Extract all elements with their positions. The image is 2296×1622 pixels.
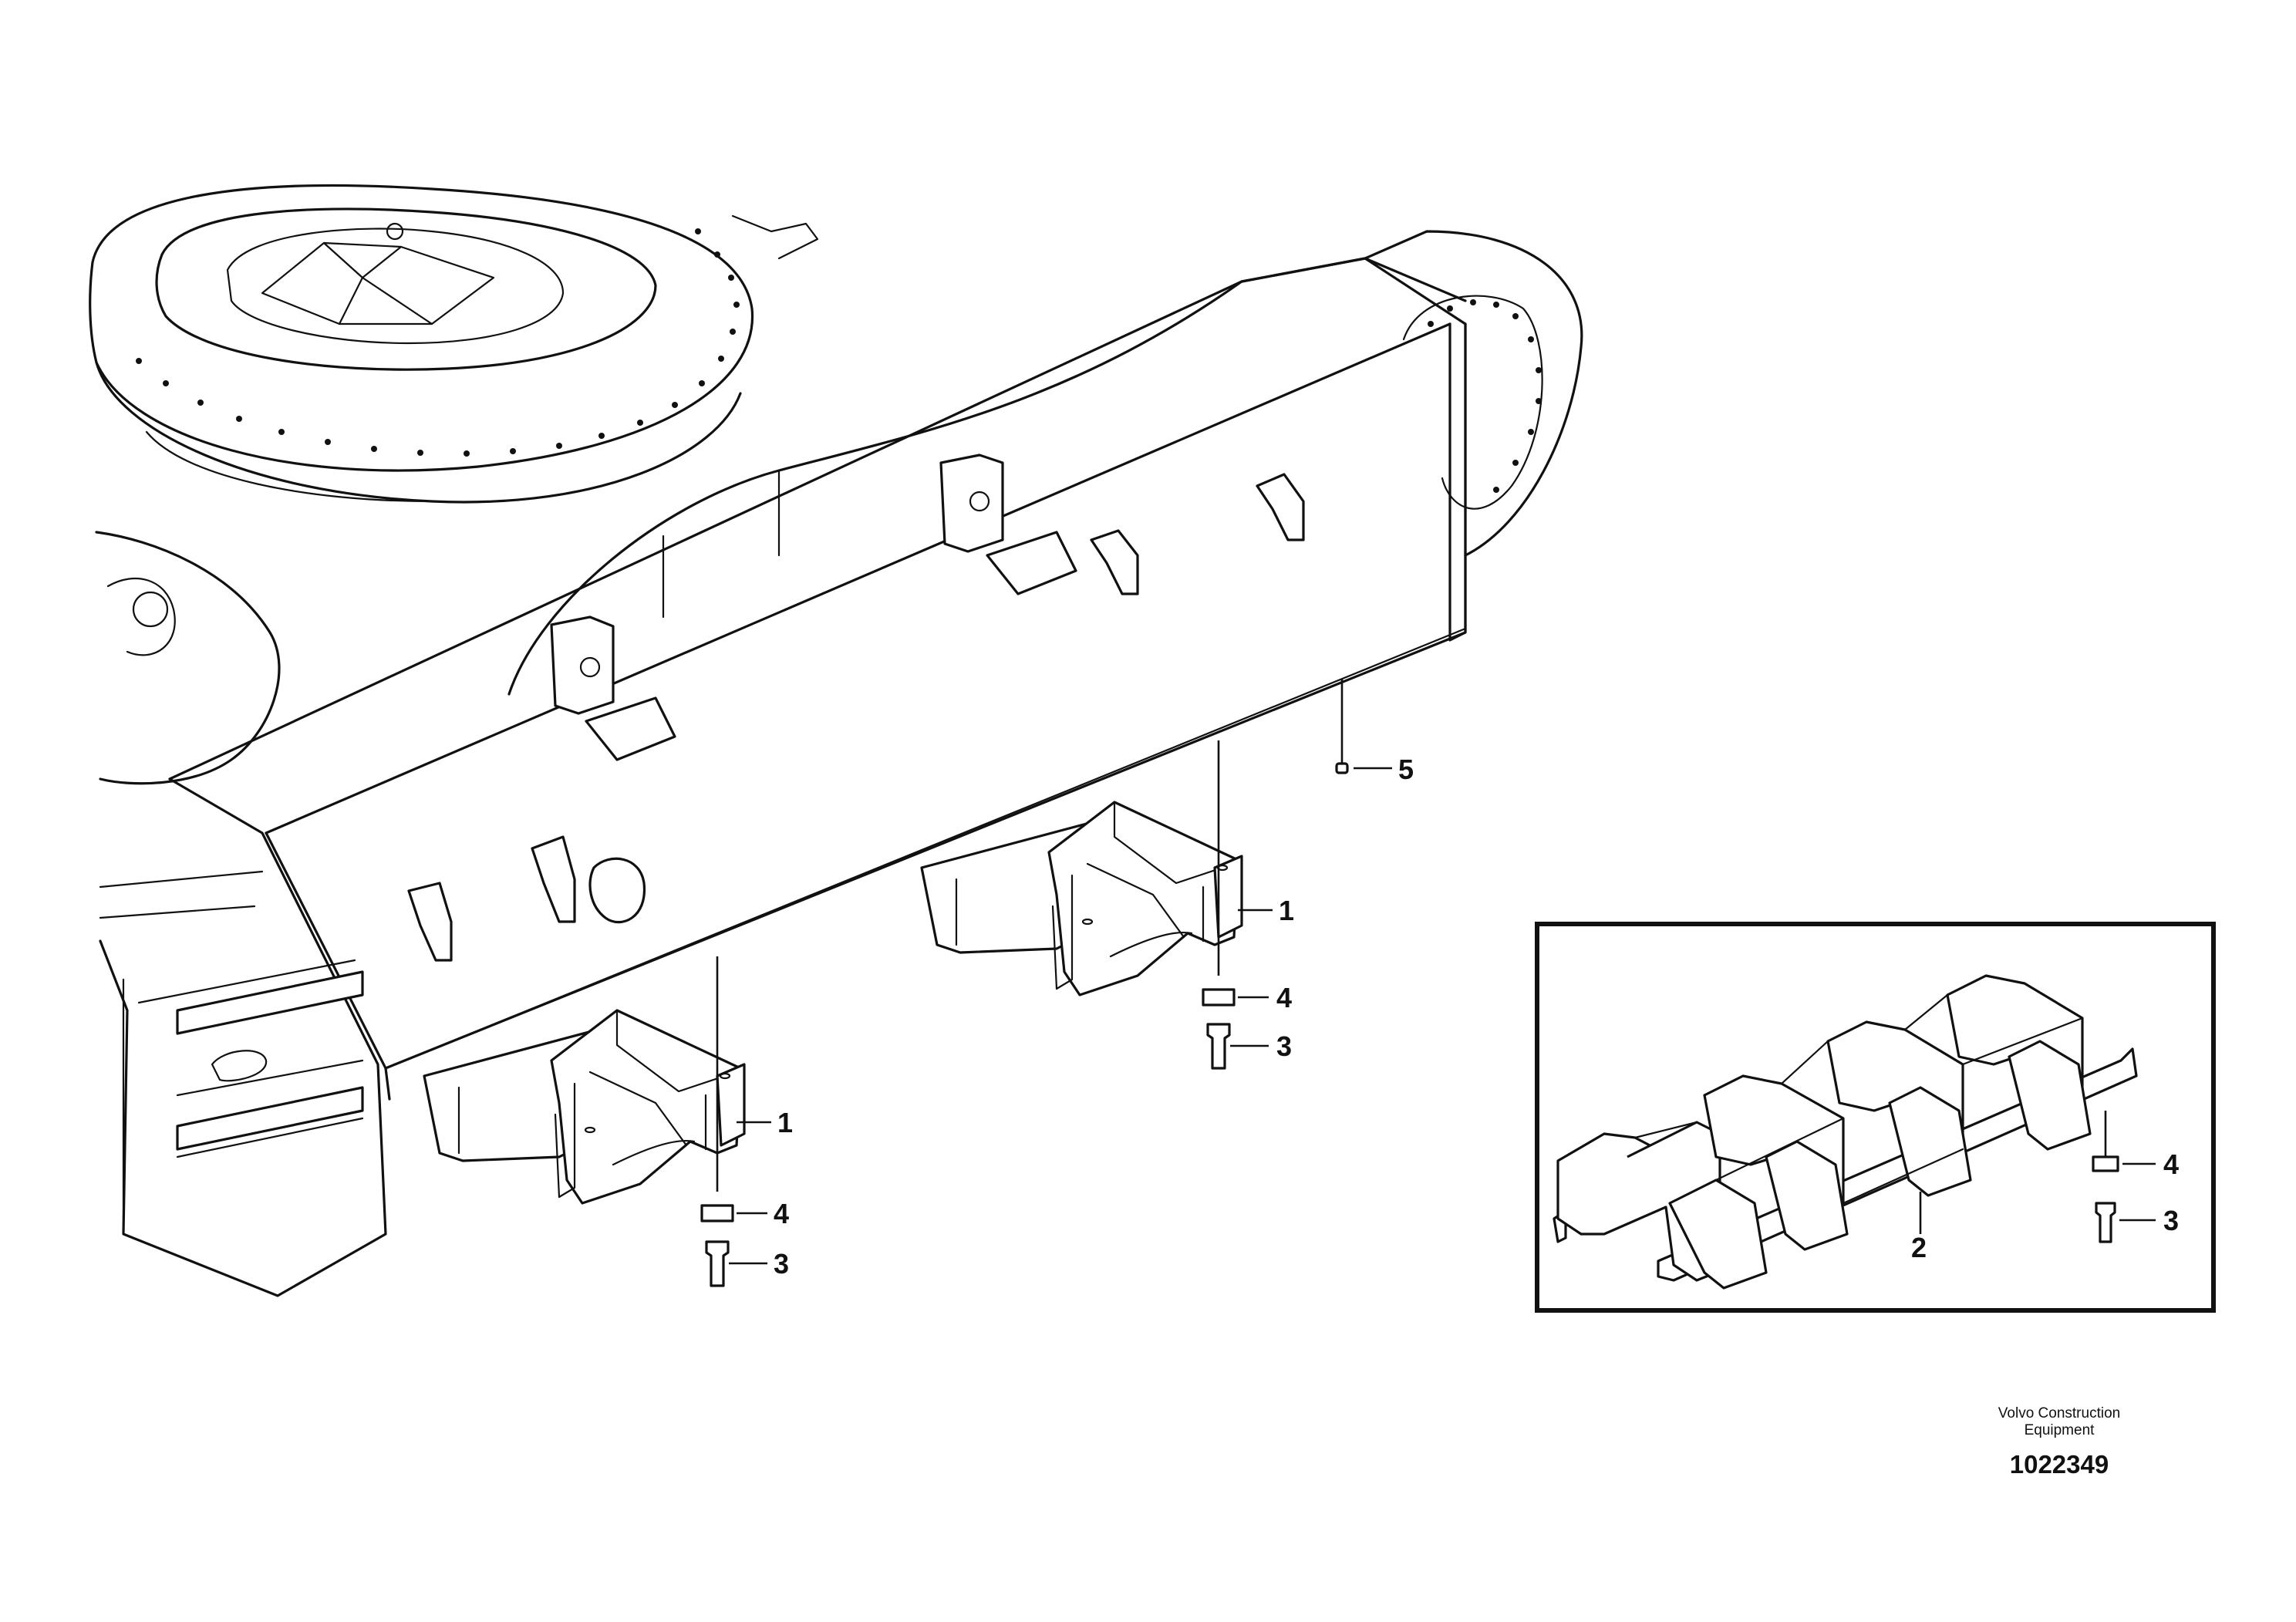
callout-1-lower: 1 bbox=[777, 1107, 793, 1138]
frame-left-end bbox=[99, 777, 387, 1297]
ring-bolt-holes bbox=[136, 228, 740, 457]
track-frame bbox=[95, 230, 1583, 1297]
drawing-number: 1022349 bbox=[2009, 1450, 2109, 1479]
manufacturer-label: Volvo Construction Equipment bbox=[1951, 1405, 2167, 1439]
chain-guard-lower bbox=[423, 1009, 746, 1205]
inset-guard-modules bbox=[1556, 974, 2092, 1290]
detail-inset bbox=[1535, 922, 2216, 1313]
callout-1-upper: 1 bbox=[1279, 895, 1294, 926]
swing-ring bbox=[89, 184, 819, 504]
callout-3-inset: 3 bbox=[2163, 1205, 2179, 1236]
callout-3-upper: 3 bbox=[1276, 1030, 1292, 1062]
manufacturer-line-1: Volvo Construction bbox=[1998, 1405, 2121, 1421]
callout-5: 5 bbox=[1398, 754, 1414, 785]
callout-labels: 5 1 4 3 1 4 3 2 4 3 bbox=[774, 754, 2179, 1280]
frame-mount-blocks bbox=[550, 454, 1077, 761]
callout-4-upper: 4 bbox=[1276, 982, 1292, 1013]
manufacturer-line-2: Equipment bbox=[2024, 1422, 2095, 1438]
callout-4-inset: 4 bbox=[2163, 1148, 2179, 1180]
idler-housing bbox=[1364, 230, 1583, 557]
frame-side-lugs bbox=[407, 473, 1305, 962]
callout-4-lower: 4 bbox=[774, 1198, 789, 1229]
chain-guard-upper bbox=[920, 801, 1243, 996]
fasteners-main bbox=[700, 679, 1392, 1287]
callout-2: 2 bbox=[1911, 1232, 1927, 1263]
callout-3-lower: 3 bbox=[774, 1248, 789, 1280]
